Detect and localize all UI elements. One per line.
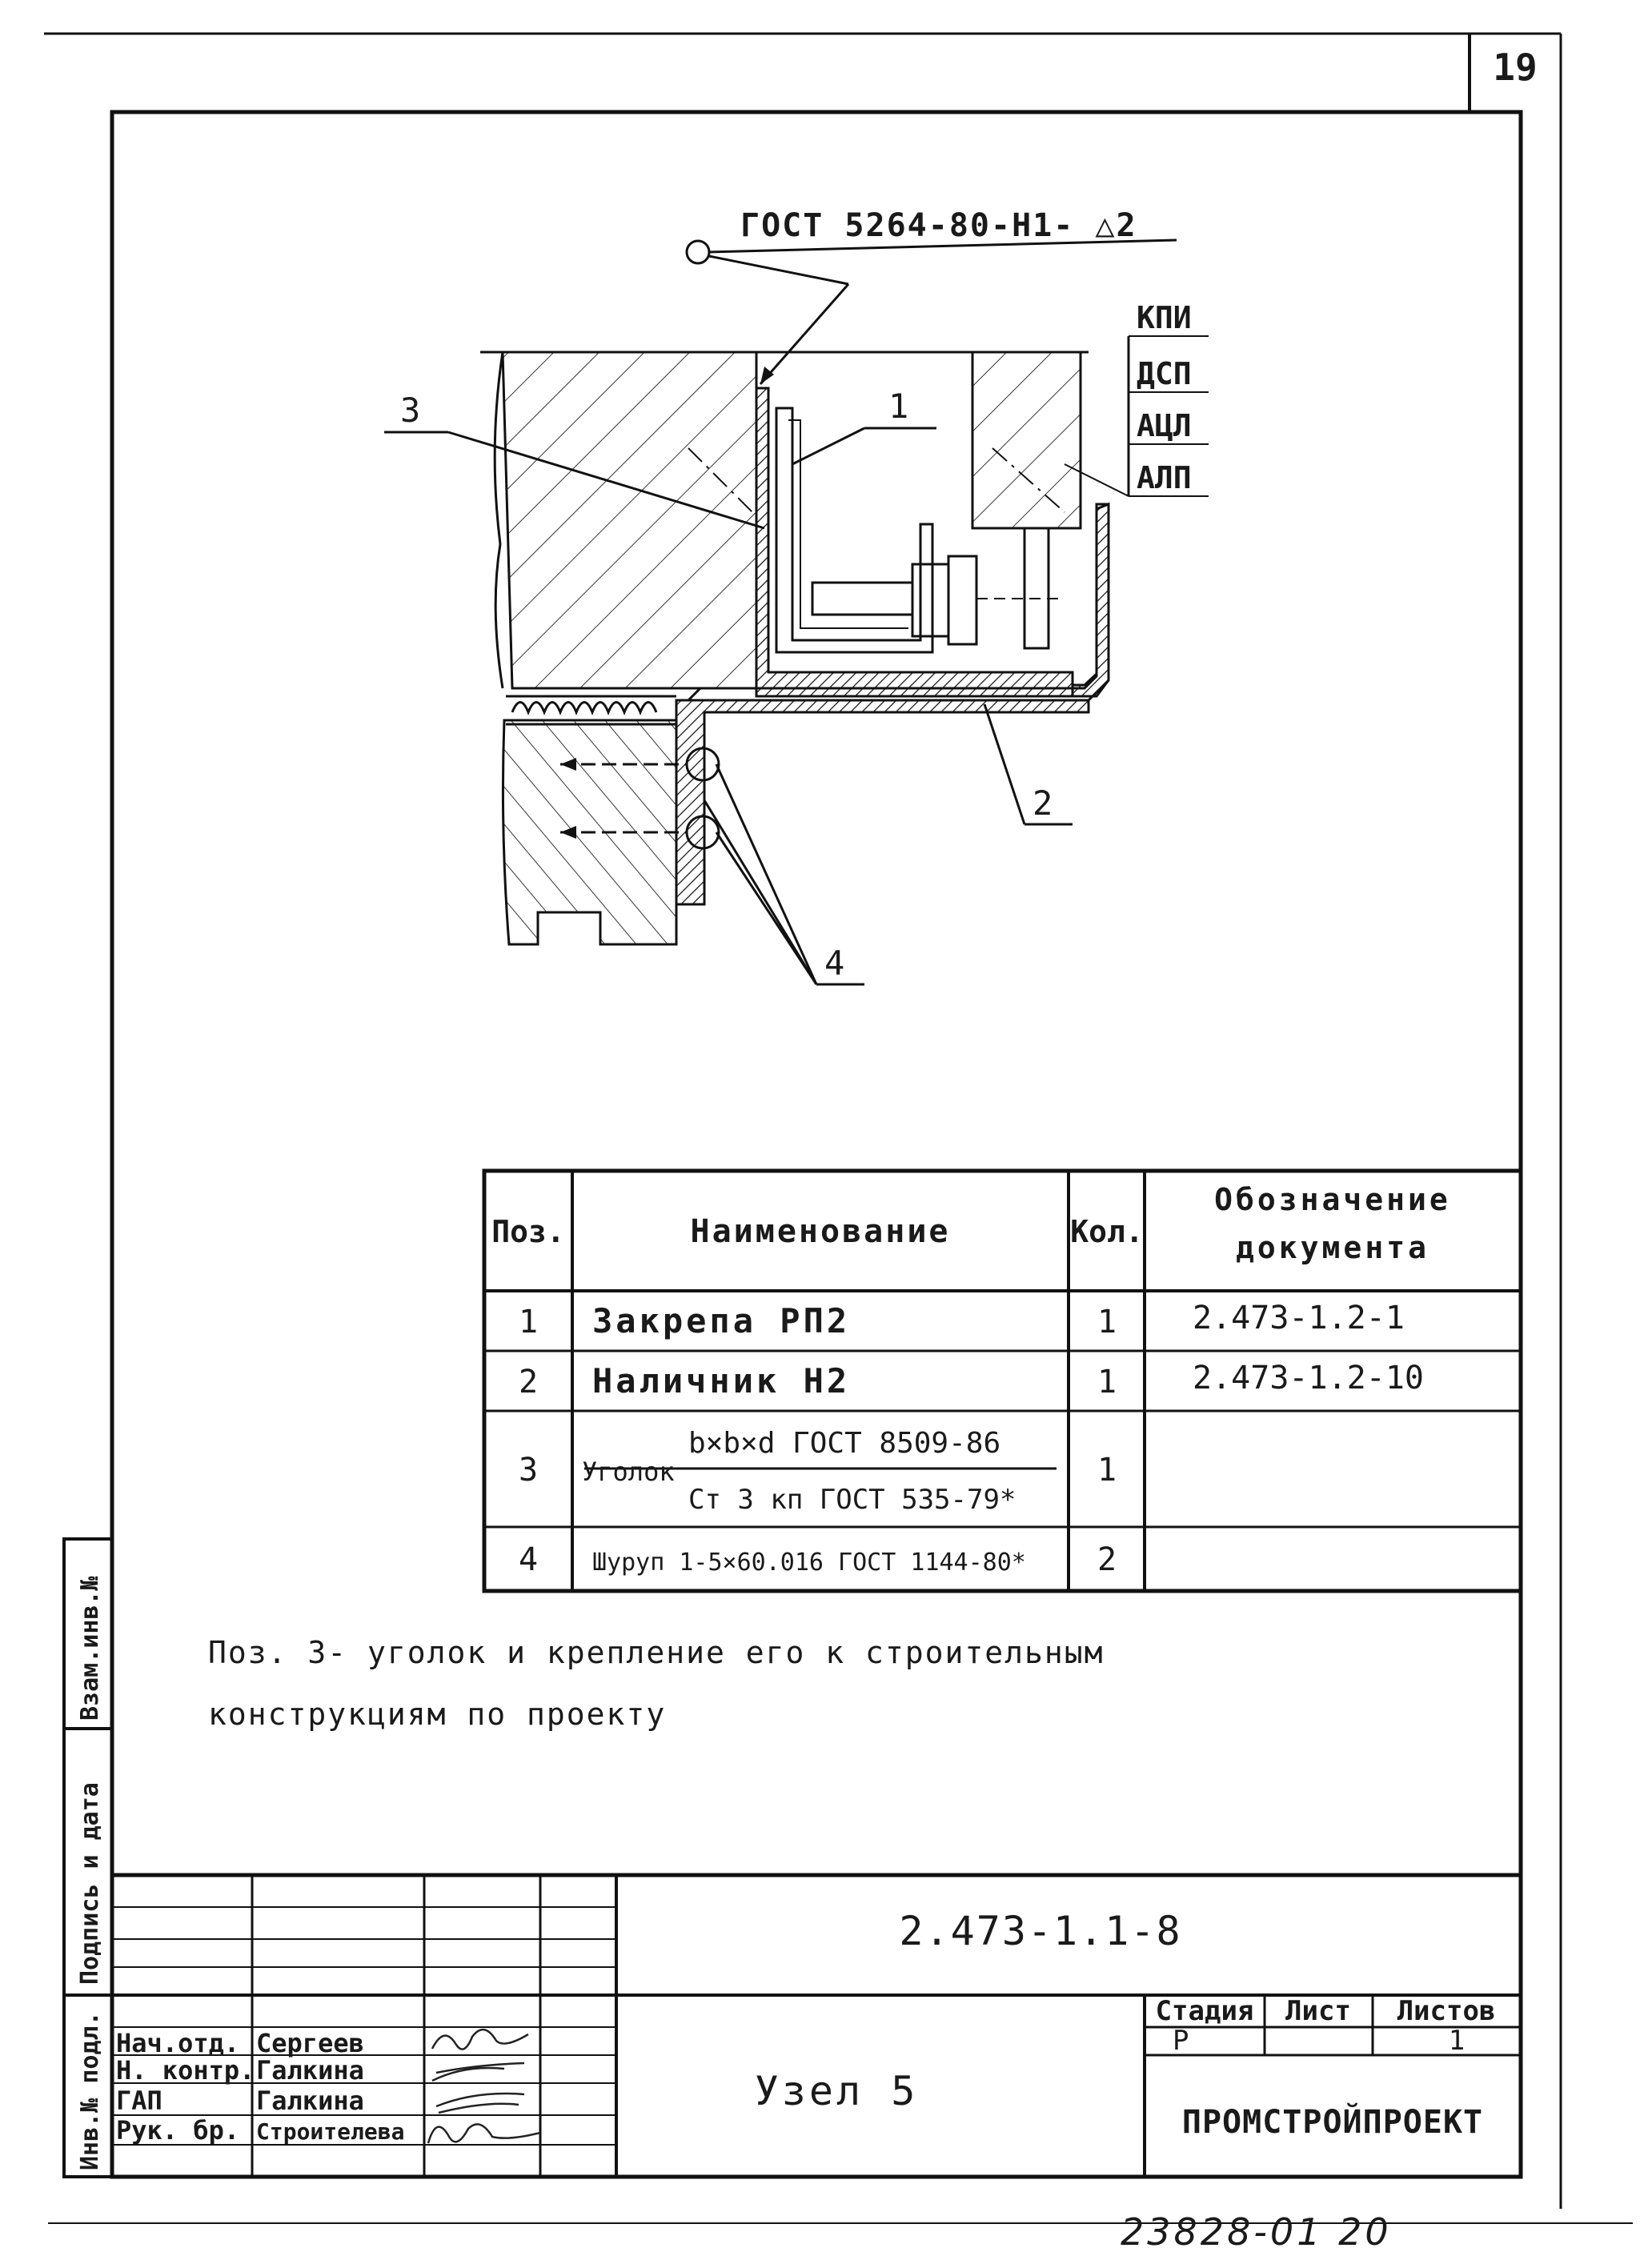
material-label: ДСП — [1137, 356, 1192, 391]
note-line-1: Поз. 3- уголок и крепление его к строите… — [208, 1635, 1105, 1670]
material-label: КПИ — [1137, 300, 1192, 335]
row1-doc: 2.473-1.2-1 — [1193, 1300, 1405, 1336]
callout-3: 3 — [400, 391, 420, 430]
name: Сергеев — [256, 2028, 364, 2058]
stage-header: Стадия — [1156, 1995, 1254, 2027]
material-label: АЦЛ — [1137, 408, 1192, 443]
row3-name-bottom: Ст 3 кп ГОСТ 535-79* — [688, 1484, 1016, 1516]
drawing-title: Узел 5 — [755, 2068, 919, 2114]
row3-qty: 1 — [1097, 1452, 1117, 1489]
side-podpis: Подпись и дата — [76, 1782, 104, 1985]
row3-name-top: b×b×d ГОСТ 8509-86 — [688, 1427, 1000, 1460]
row4-pos: 4 — [519, 1541, 538, 1578]
row3-name-prefix: Уголок — [582, 1457, 675, 1487]
callout-4: 4 — [824, 944, 844, 983]
name: Строителева — [256, 2118, 404, 2145]
weld-callout: ГОСТ 5264-80-Н1- △2 — [740, 207, 1137, 244]
header-doc-2: документа — [1236, 1230, 1429, 1265]
callout-2: 2 — [1033, 783, 1053, 823]
row2-name: Наличник Н2 — [592, 1361, 850, 1400]
signature-rows: Нач.отд. Сергеев Н. контр. Галкина ГАП Г… — [116, 2028, 404, 2146]
drawing-frame — [44, 32, 1633, 2224]
material-label: АЛП — [1137, 460, 1192, 495]
signatures — [427, 2029, 541, 2144]
row2-pos: 2 — [519, 1364, 538, 1400]
role: Н. контр. — [116, 2055, 255, 2086]
sheets-value: 1 — [1449, 2025, 1465, 2057]
header-pos: Поз. — [491, 1214, 565, 1249]
note-line-2: конструкциям по проекту — [208, 1697, 666, 1732]
row4-qty: 2 — [1097, 1541, 1117, 1578]
position-callouts: 3 1 2 4 — [400, 387, 1053, 983]
row2-qty: 1 — [1097, 1364, 1117, 1400]
header-doc-1: Обозначение — [1214, 1182, 1451, 1217]
row4-name: Шуруп 1-5×60.016 ГОСТ 1144-80* — [592, 1549, 1026, 1577]
company-name: ПРОМСТРОЙПРОЕКТ — [1182, 2102, 1483, 2141]
spec-table-text: Поз. Наименование Кол. Обозначение докум… — [491, 1182, 1451, 1578]
row3-pos: 3 — [519, 1452, 538, 1489]
sheets-header: Листов — [1397, 1995, 1496, 2027]
bottom-stamp: 23828-01 20 — [1121, 2210, 1392, 2254]
name: Галкина — [256, 2086, 364, 2116]
callout-1: 1 — [888, 387, 908, 426]
header-name: Наименование — [691, 1213, 951, 1250]
sheet-header: Лист — [1285, 1995, 1351, 2027]
side-stamp — [62, 1537, 114, 2178]
sheet-number: 19 — [1493, 46, 1537, 89]
role: ГАП — [116, 2086, 162, 2116]
row1-name: Закрепа РП2 — [592, 1301, 850, 1340]
header-qty: Кол. — [1070, 1214, 1144, 1249]
row1-qty: 1 — [1097, 1304, 1117, 1340]
side-vzam: Взам.инв.№ — [76, 1575, 104, 1721]
stage-value: Р — [1173, 2025, 1189, 2057]
name: Галкина — [256, 2055, 364, 2086]
doc-code: 2.473-1.1-8 — [899, 1908, 1181, 1954]
role: Рук. бр. — [116, 2115, 239, 2146]
row1-pos: 1 — [519, 1304, 538, 1340]
row2-doc: 2.473-1.2-10 — [1193, 1360, 1424, 1396]
material-labels: КПИ ДСП АЦЛ АЛП — [1137, 300, 1192, 495]
section-drawing — [384, 238, 1209, 986]
title-block — [112, 1873, 1521, 2177]
spec-table — [482, 1168, 1523, 1593]
side-inv: Инв.№ подл. — [76, 2011, 104, 2170]
role: Нач.отд. — [116, 2028, 239, 2058]
